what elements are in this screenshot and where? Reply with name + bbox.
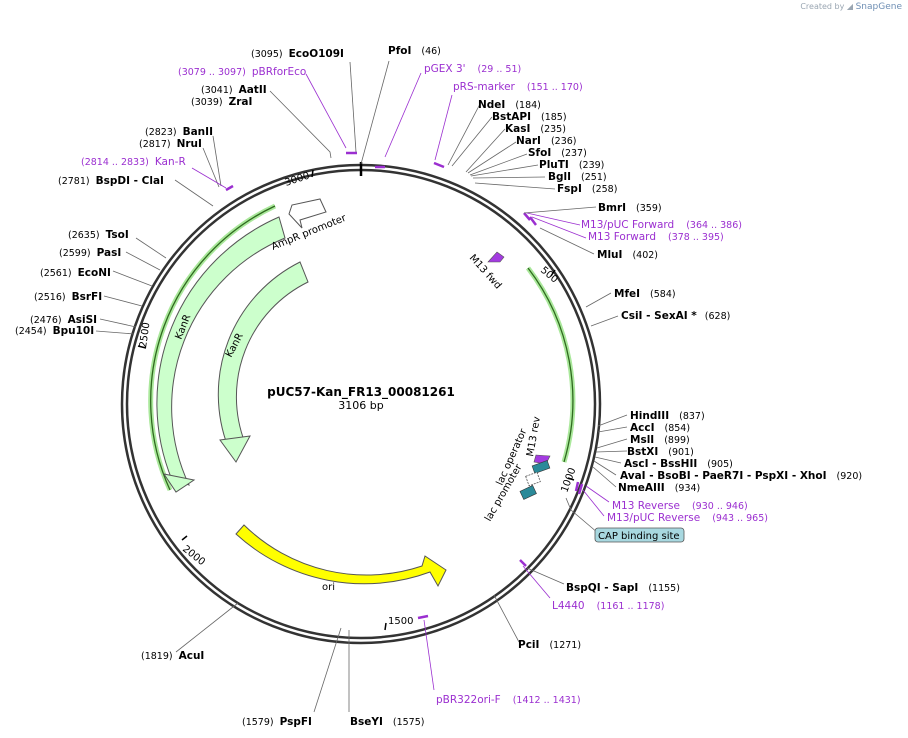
enzyme-label: BseYI(1575): [350, 716, 424, 728]
enzyme-leader-lines: [95, 60, 628, 713]
enzyme-label: BspQI - SapI(1155): [566, 582, 680, 594]
enzyme-label: SfoI(237): [528, 147, 587, 159]
primer-label: M13 Reverse(930 .. 946): [612, 500, 748, 512]
ori-arrow: [235, 524, 447, 588]
ampr-promoter-arrow: [288, 198, 327, 229]
enzyme-label: (3039)ZraI: [191, 96, 252, 108]
primer-label: pBR322ori-F(1412 .. 1431): [436, 694, 581, 706]
primer-label: pGEX 3'(29 .. 51): [424, 63, 521, 75]
m13-fwd-arrow: [487, 251, 505, 263]
enzyme-label: MluI(402): [597, 249, 658, 261]
lac-operator-box: [531, 460, 551, 474]
enzyme-label: (2817)NruI: [139, 138, 202, 150]
enzyme-label: FspI(258): [557, 183, 617, 195]
lac-promoter-box: [519, 485, 537, 500]
enzyme-label: AvaI - BsoBI - PaeR7I - PspXI - XhoI(920…: [620, 470, 862, 482]
enzyme-label: BglI(251): [548, 171, 607, 183]
enzyme-label: HindIII(837): [630, 410, 705, 422]
enzyme-label: MfeI(584): [614, 288, 676, 300]
enzyme-label: BmrI(359): [598, 202, 662, 214]
primer-label: M13/pUC Reverse(943 .. 965): [607, 512, 768, 524]
feature-arrows: [156, 198, 551, 588]
enzyme-label: (2781)BspDI - ClaI: [58, 175, 164, 187]
primer-label: M13/pUC Forward(364 .. 386): [581, 219, 742, 231]
snapgene-logo-icon: ◢: [846, 2, 854, 11]
tick-3000: 3000: [284, 171, 312, 189]
enzyme-label: AscI - BssHII(905): [624, 458, 733, 470]
enzyme-label: AccI(854): [630, 422, 690, 434]
primer-label: (2814 .. 2833)Kan-R: [81, 156, 186, 168]
tick-2500: 2500: [138, 322, 152, 349]
plasmid-name: pUC57-Kan_FR13_00081261: [267, 385, 455, 400]
enzyme-label: (1579)PspFI: [242, 716, 312, 728]
enzyme-label: (1819)AcuI: [141, 650, 204, 662]
cap-site-label: CAP binding site: [598, 531, 680, 542]
primer-label: (3079 .. 3097)pBRforEco: [178, 66, 306, 78]
enzyme-label: NarI(236): [516, 135, 577, 147]
primer-label: pRS-marker(151 .. 170): [453, 81, 583, 93]
enzyme-label: PciI(1271): [518, 639, 581, 651]
enzyme-label: (2823)BanII: [145, 126, 213, 138]
primer-label: L4440(1161 .. 1178): [552, 600, 664, 612]
enzyme-label: (3095)EcoO109I: [251, 48, 344, 60]
enzyme-label: BstXI(901): [627, 446, 694, 458]
primer-label: M13 Forward(378 .. 395): [588, 231, 724, 243]
enzyme-label: (3041)AatII: [201, 84, 267, 96]
enzyme-label: MslI(899): [630, 434, 690, 446]
enzyme-label: NmeAIII(934): [618, 482, 700, 494]
enzyme-label: (2635)TsoI: [68, 229, 129, 241]
snapgene-credit: Created by ◢ SnapGene: [800, 2, 902, 12]
ori-label: ori: [322, 582, 335, 593]
enzyme-label: (2516)BsrFI: [34, 291, 102, 303]
primer-labels: (3079 .. 3097)pBRforEco pGEX 3'(29 .. 51…: [81, 63, 768, 706]
primer-marks: [225, 151, 584, 620]
enzyme-label: PluTI(239): [539, 159, 604, 171]
cap-site-box: [525, 471, 541, 487]
enzyme-label: (2561)EcoNI: [40, 267, 111, 279]
enzyme-label: (2476)AsiSI: [30, 314, 97, 326]
tick-1500: 1500: [388, 616, 413, 627]
backbone: [120, 162, 602, 645]
m13-rev-label: M13 rev: [525, 416, 543, 458]
kanr-outer-arrow: [156, 216, 286, 486]
cap-site-label-box: [594, 527, 685, 543]
enzyme-label: PfoI(46): [388, 45, 441, 57]
credit-prefix: Created by: [800, 2, 845, 11]
enzyme-label: CsiI - SexAI *(628): [621, 310, 730, 322]
enzyme-label: (2599)PasI: [59, 247, 121, 259]
enzyme-label: KasI(235): [505, 123, 566, 135]
highlight-arcs: [148, 203, 576, 492]
enzyme-label: NdeI(184): [478, 99, 541, 111]
enzyme-label: (2454)Bpu10I: [15, 325, 94, 337]
enzyme-labels: (3095)EcoO109I PfoI(46) (3041)AatII (303…: [15, 45, 862, 728]
enzyme-label: BstAPI(185): [492, 111, 567, 123]
credit-brand: SnapGene: [855, 2, 902, 12]
plasmid-length: 3106 bp: [338, 399, 383, 412]
primer-leader-lines: [191, 72, 610, 691]
